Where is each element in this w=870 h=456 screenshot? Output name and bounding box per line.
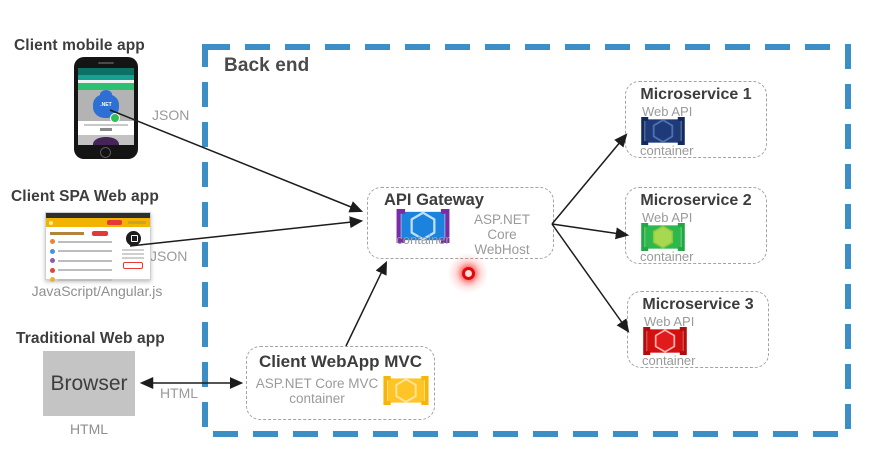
microservice-2-caption: container [640, 249, 694, 264]
panel-text-bar [122, 257, 144, 259]
avatar [50, 277, 55, 282]
product-price-line [99, 128, 113, 131]
spa-content [46, 227, 150, 282]
panel-text-bar [122, 249, 144, 251]
traditional-html-caption: HTML [69, 421, 109, 437]
avatar [50, 258, 55, 263]
spa-logo-dot [49, 220, 53, 225]
microservice-3-title: Microservice 3 [642, 296, 754, 313]
gateway-tech-line2: WebHost [474, 242, 530, 257]
cursor-ring [461, 266, 475, 280]
edge-gateway-to-microservice-1 [551, 133, 628, 225]
dotnet-badge: .NET [100, 102, 112, 108]
item-text-bar [58, 278, 112, 281]
api-gateway-title: API Gateway [384, 191, 484, 209]
spa-dark-logo [125, 231, 141, 246]
spa-list-item [50, 258, 112, 263]
phone-screen: .NET [78, 68, 134, 145]
microservice-1-caption: container [640, 143, 694, 158]
item-text-bar [58, 250, 112, 252]
container-icon [641, 117, 685, 145]
spa-list-item [50, 277, 112, 282]
edge-gateway-to-microservice-3 [551, 223, 630, 333]
client-spa-title: Client SPA Web app [11, 188, 159, 205]
browser-box-label: Browser [50, 371, 128, 395]
app-header-bar [78, 68, 134, 75]
microservice-2-node: Microservice 2 Web API container [625, 187, 767, 264]
panel-text-bar [122, 253, 144, 255]
container-icon [641, 223, 685, 251]
spa-side-panel [120, 231, 146, 269]
client-mobile-app-title: Client mobile app [14, 37, 145, 54]
spa-list-item [50, 248, 112, 254]
next-product-area [78, 135, 134, 145]
purple-hoodie-image [93, 137, 119, 145]
browser-box: Browser [43, 351, 135, 416]
spa-menu-bar [128, 221, 146, 224]
edge-mvc-to-gateway [345, 260, 387, 347]
webapp-mvc-node: Client WebApp MVC ASP.NET Core MVC conta… [246, 346, 435, 420]
item-text-bar [58, 269, 112, 271]
spa-titlebar [46, 213, 150, 218]
spa-red-button [107, 220, 122, 225]
hoodie-hood [100, 90, 112, 99]
api-gateway-node: API Gateway container ASP.NET Core WebHo… [367, 187, 554, 259]
microservice-3-node: Microservice 3 Web API container [627, 291, 769, 368]
html-label-arrow: HTML [159, 385, 199, 401]
json-label-spa: JSON [150, 248, 188, 264]
phone-speaker [98, 62, 114, 64]
logo-glyph [130, 235, 138, 242]
microservice-3-caption: container [642, 353, 696, 368]
container-icon [383, 376, 429, 405]
webapp-mvc-title: Client WebApp MVC [258, 352, 423, 371]
product-photo-area: .NET [78, 90, 134, 121]
mvc-tech-line2: container [289, 391, 345, 406]
app-green-button-bar [78, 83, 134, 90]
app-subheader-bar [78, 75, 134, 80]
avatar [50, 267, 55, 273]
spa-feed-heading [50, 231, 112, 236]
spa-list-item [50, 239, 112, 244]
traditional-webapp-title: Traditional Web app [16, 330, 165, 347]
mvc-tech-line1: ASP.NET Core MVC [255, 376, 379, 391]
edge-gateway-to-microservice-2 [551, 223, 630, 240]
product-text-line [83, 124, 129, 126]
phone-home-button [100, 146, 111, 158]
item-text-bar [58, 240, 112, 243]
avatar [50, 248, 55, 254]
microservice-1-title: Microservice 1 [640, 86, 752, 103]
spa-yellow-header [46, 218, 150, 227]
spa-browser-mockup [45, 212, 151, 282]
gateway-container-caption: container [396, 232, 450, 247]
spa-outline-button [123, 262, 143, 269]
microservice-2-title: Microservice 2 [640, 192, 752, 209]
app-spacer [78, 80, 134, 83]
product-info-strip [78, 121, 134, 135]
avatar [50, 239, 55, 244]
spa-list-item [50, 267, 112, 273]
spa-feed-list [50, 231, 112, 287]
container-icon [643, 327, 687, 355]
gateway-tech-line1: ASP.NET Core [473, 212, 531, 242]
mobile-phone-mockup: .NET [74, 57, 138, 159]
backend-label: Back end [224, 55, 310, 76]
microservice-1-node: Microservice 1 Web API container [625, 81, 767, 158]
item-text-bar [58, 259, 112, 262]
spa-cta-pill [92, 231, 108, 236]
spa-heading-bar [50, 232, 84, 235]
json-label-mobile: JSON [152, 107, 190, 123]
edge-spa-to-gateway [129, 216, 364, 247]
spa-tech-caption: JavaScript/Angular.js [31, 283, 163, 299]
